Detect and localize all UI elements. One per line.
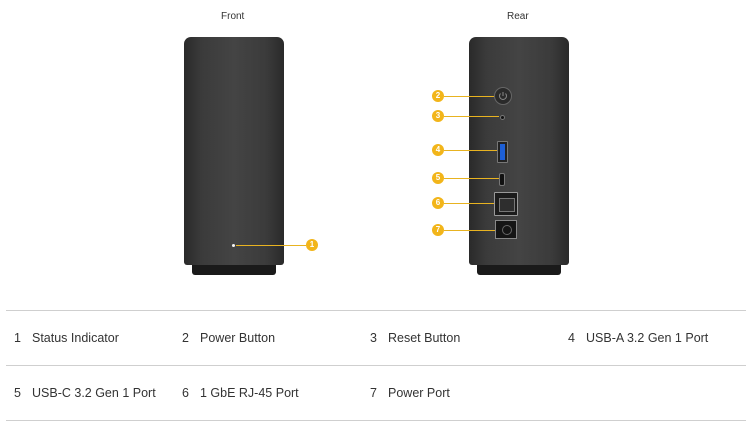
power-button[interactable]: [494, 87, 512, 105]
legend-empty: [560, 366, 746, 421]
usb-c-port: [499, 173, 505, 186]
front-device: [184, 37, 284, 277]
callout-badge-4: 4: [432, 144, 444, 156]
callout-badge-6: 6: [432, 197, 444, 209]
callout-line-5: [444, 178, 499, 179]
rj45-port: [494, 192, 518, 216]
callout-line-2: [444, 96, 494, 97]
callout-badge-5: 5: [432, 172, 444, 184]
callout-line-1: [236, 245, 306, 246]
rear-view-label: Rear: [507, 11, 529, 22]
rear-device: [469, 37, 569, 277]
power-port: [495, 220, 517, 239]
status-indicator-led: [232, 244, 235, 247]
callout-badge-2: 2: [432, 90, 444, 102]
power-icon: [499, 92, 507, 100]
callout-line-4: [444, 150, 497, 151]
callout-badge-1: 1: [306, 239, 318, 251]
callout-badge-3: 3: [432, 110, 444, 122]
usb-a-port: [497, 141, 508, 163]
front-view-label: Front: [221, 11, 245, 22]
callout-badge-7: 7: [432, 224, 444, 236]
callout-line-6: [444, 203, 494, 204]
reset-button[interactable]: [500, 115, 505, 120]
callout-line-3: [444, 116, 499, 117]
callout-line-7: [444, 230, 495, 231]
